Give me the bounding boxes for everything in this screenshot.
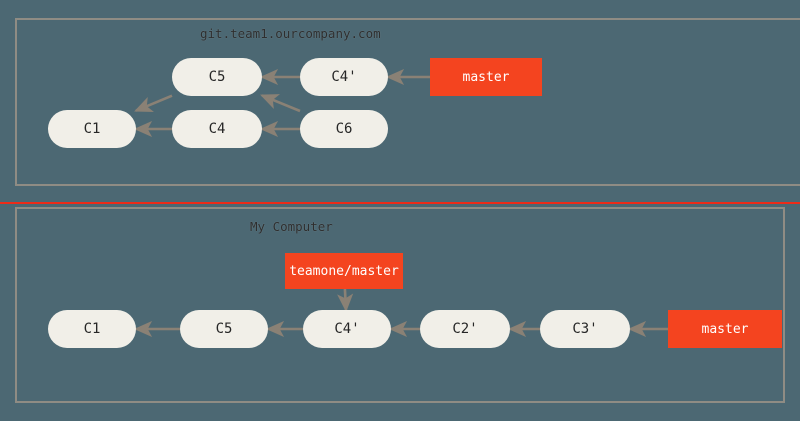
- panel-local-repository: [15, 207, 785, 403]
- commit-node-c1: C1: [48, 110, 136, 148]
- panel-divider-line: [0, 202, 800, 204]
- commit-node-c5: C5: [180, 310, 268, 348]
- panel-title-remote: git.team1.ourcompany.com: [200, 26, 381, 41]
- commit-node-c1: C1: [48, 310, 136, 348]
- branch-label-master: master: [668, 310, 782, 348]
- branch-label-teamone-master: teamone/master: [285, 253, 403, 289]
- panel-remote-repository: [15, 18, 800, 186]
- branch-label-master: master: [430, 58, 542, 96]
- commit-node-c3p: C3': [540, 310, 630, 348]
- commit-node-c5: C5: [172, 58, 262, 96]
- commit-node-c4p: C4': [300, 58, 388, 96]
- commit-node-c4: C4: [172, 110, 262, 148]
- commit-node-c2p: C2': [420, 310, 510, 348]
- commit-node-c6: C6: [300, 110, 388, 148]
- commit-node-c4p: C4': [303, 310, 391, 348]
- panel-title-local: My Computer: [250, 219, 333, 234]
